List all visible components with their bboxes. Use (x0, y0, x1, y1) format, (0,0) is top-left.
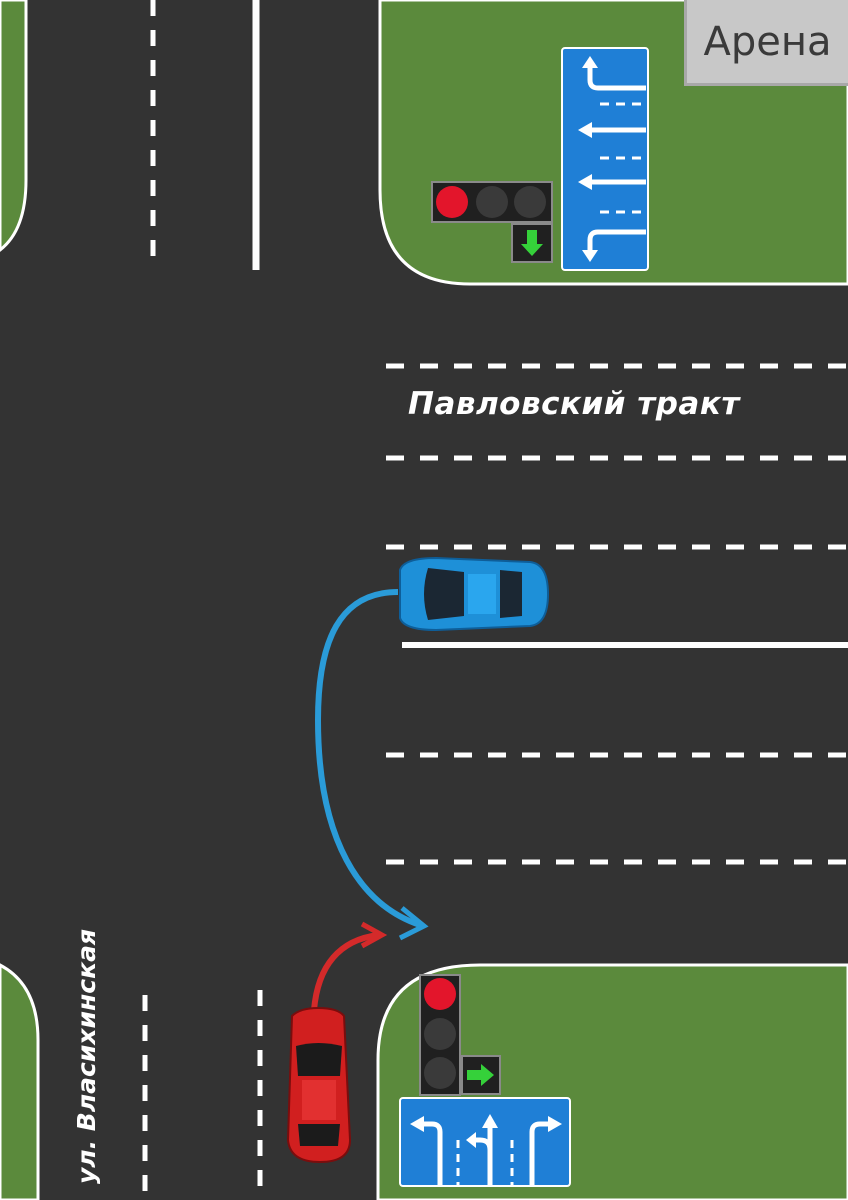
lane-sign-lower (399, 1097, 571, 1187)
grass-bottom-left (0, 963, 40, 1200)
traffic-light-upper (431, 181, 553, 263)
blue-car (399, 556, 550, 632)
signal-red-light (424, 978, 456, 1010)
place-sign-arena: Арена (684, 0, 848, 86)
signal-off-light (424, 1018, 456, 1050)
arrow-turn-right-icon (529, 1121, 552, 1186)
main-road-name: Павловский тракт (408, 386, 740, 422)
green-arrow-down-icon (521, 230, 543, 256)
green-arrow-right-icon (467, 1064, 494, 1086)
traffic-light-lower (419, 974, 501, 1096)
red-car (286, 1006, 352, 1164)
signal-off-light (424, 1057, 456, 1089)
signal-off-light (476, 186, 508, 218)
red-car-path (311, 932, 379, 1011)
arrow-turn-left-icon (420, 1121, 443, 1186)
arrow-turn-down-icon (587, 229, 646, 252)
blue-car-path (314, 589, 421, 928)
side-street-name: ул. Власихинская (72, 928, 101, 1184)
signal-red-light (436, 186, 468, 218)
grass-top-left (0, 0, 28, 252)
signal-off-light (514, 186, 546, 218)
lane-sign-upper (561, 47, 649, 271)
arrow-straight-left-icon (474, 1126, 493, 1186)
arrow-turn-up-icon (587, 62, 646, 91)
